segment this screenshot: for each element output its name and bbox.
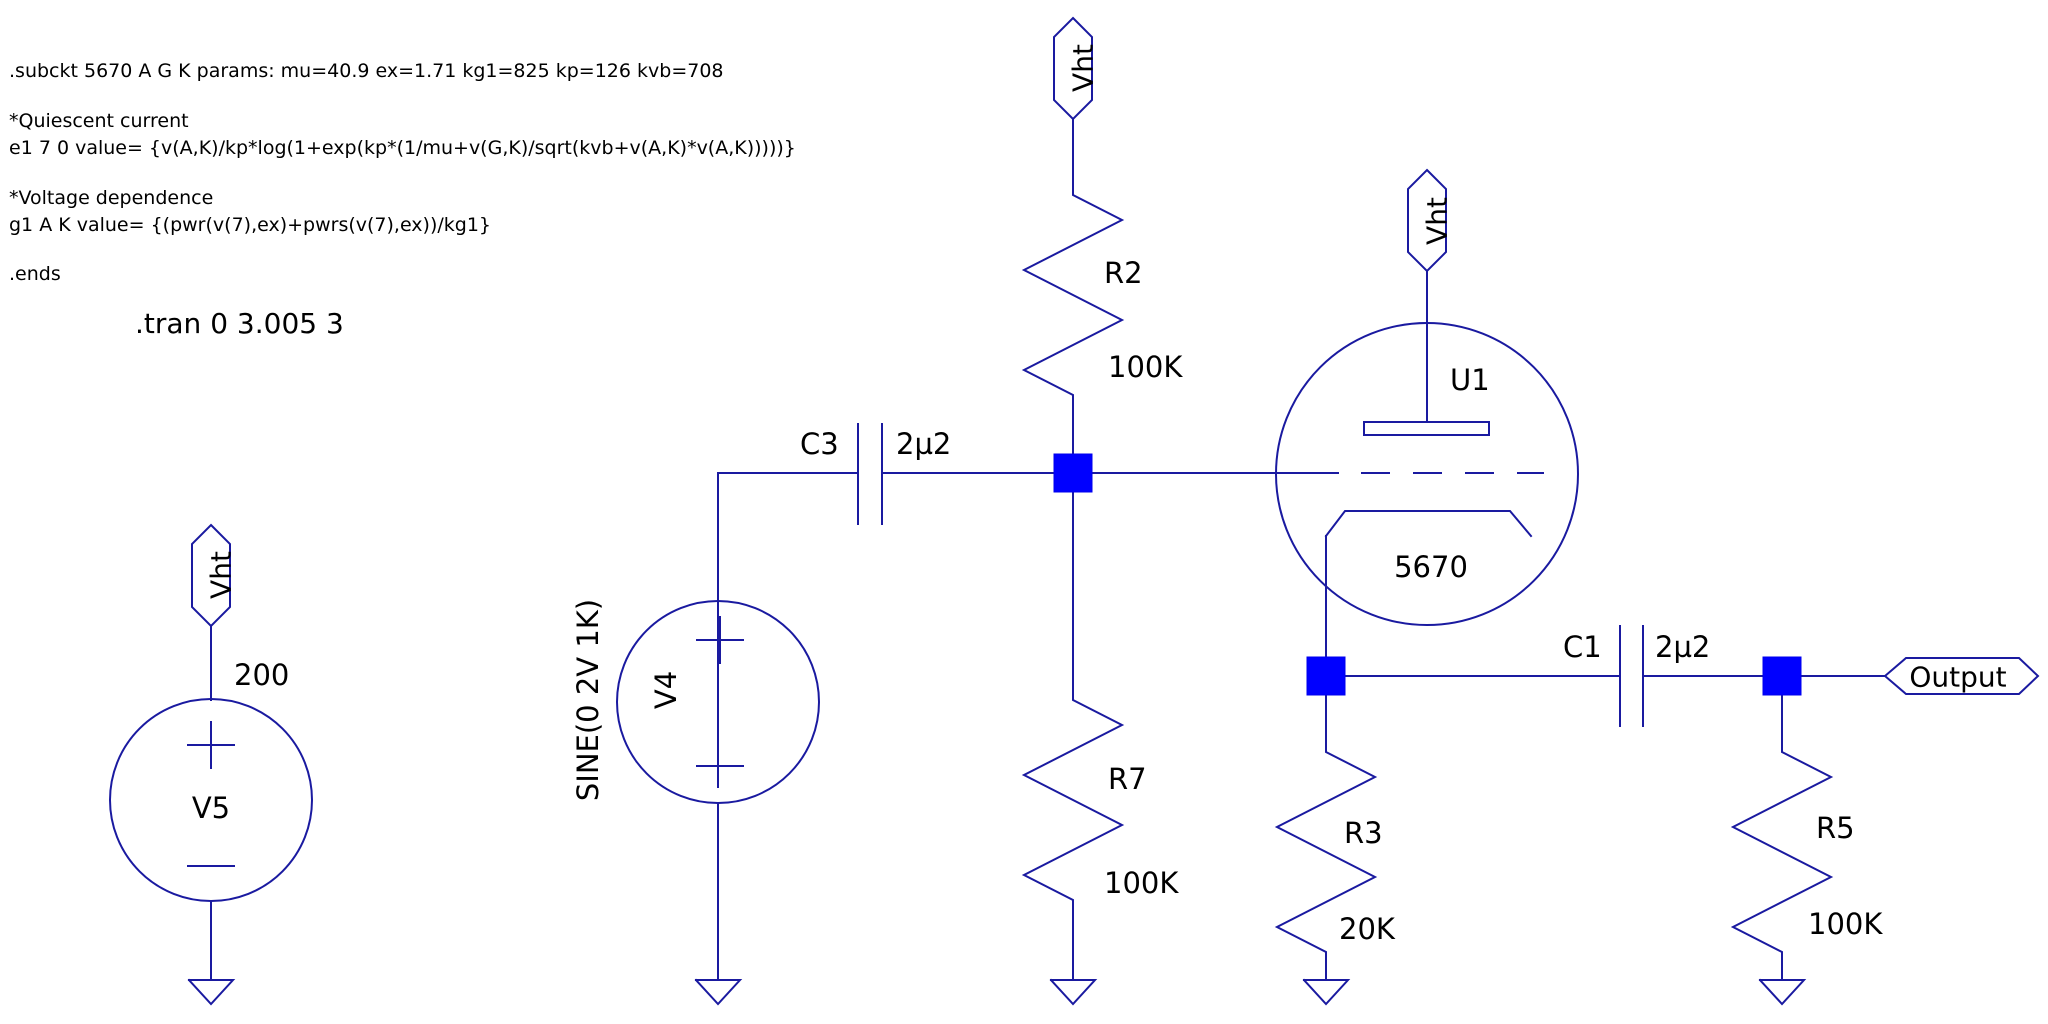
v4-value: SINE(0 2V 1K) <box>571 599 605 801</box>
voltage-source-v4[interactable]: V4 SINE(0 2V 1K) <box>571 599 820 981</box>
r7-value: 100K <box>1104 866 1179 900</box>
ground-icon <box>1049 978 1098 1006</box>
c3-value: 2µ2 <box>896 427 951 461</box>
quiescent-comment: *Quiescent current <box>9 110 189 132</box>
tran-directive: .tran 0 3.005 3 <box>135 307 344 340</box>
r5-value: 100K <box>1808 907 1883 941</box>
junction-dot <box>1053 453 1093 493</box>
capacitor-c3[interactable]: C3 2µ2 <box>717 423 1074 788</box>
v4-name: V4 <box>649 671 683 709</box>
g1-line: g1 A K value= {(pwr(v(7),ex)+pwrs(v(7),e… <box>9 214 491 236</box>
u1-cathode <box>1324 510 1533 538</box>
resistor-r3[interactable]: R3 20K <box>1274 675 1396 981</box>
c1-name: C1 <box>1563 630 1602 664</box>
u1-value: 5670 <box>1394 550 1468 584</box>
r7-name: R7 <box>1108 762 1147 796</box>
r2-name: R2 <box>1104 256 1143 290</box>
ground-icon <box>694 978 743 1006</box>
vht-net-label-r2: Vht <box>1053 16 1100 121</box>
r3-body <box>1274 675 1378 981</box>
ground-icon <box>1758 978 1807 1006</box>
resistor-r5[interactable]: R5 100K <box>1730 675 1883 981</box>
r3-value: 20K <box>1339 912 1396 946</box>
ground-icon <box>1302 978 1351 1006</box>
junction-dot <box>1762 656 1802 696</box>
c1-value: 2µ2 <box>1655 630 1710 664</box>
voltage-comment: *Voltage dependence <box>9 187 213 209</box>
net-flag-shape <box>1883 657 2040 695</box>
net-flag-text: Vht <box>1421 197 1454 245</box>
r5-body <box>1730 675 1834 981</box>
v5-name: V5 <box>192 791 230 825</box>
output-net-label: Output <box>1883 657 2040 695</box>
resistor-r7[interactable]: R7 100K <box>1021 472 1179 981</box>
r2-value: 100K <box>1108 350 1183 384</box>
u1-anode-plate <box>1363 421 1490 436</box>
spice-directive-block: .subckt 5670 A G K params: mu=40.9 ex=1.… <box>9 60 796 285</box>
v5-value: 200 <box>234 658 289 692</box>
voltage-source-v5[interactable]: V5 200 <box>109 625 313 981</box>
r3-name: R3 <box>1344 816 1383 850</box>
vht-net-label-v5: Vht <box>191 523 238 628</box>
resistor-r2[interactable]: R2 100K <box>1021 118 1183 474</box>
ends-line: .ends <box>9 263 61 285</box>
c3-name: C3 <box>800 427 839 461</box>
r7-body <box>1021 472 1125 981</box>
e1-line: e1 7 0 value= {v(A,K)/kp*log(1+exp(kp*(1… <box>9 137 796 159</box>
net-flag-text: Vht <box>1067 44 1100 92</box>
r5-name: R5 <box>1816 811 1855 845</box>
c3-left-wire <box>717 472 859 788</box>
junction-dot <box>1306 656 1346 696</box>
u1-name: U1 <box>1450 363 1490 397</box>
net-flag-text: Vht <box>205 551 238 599</box>
capacitor-c1[interactable]: C1 2µ2 <box>1325 625 1886 727</box>
net-flag-text: Output <box>1909 661 2006 694</box>
triode-u1[interactable]: U1 5670 <box>1275 269 1579 677</box>
vht-net-label-u1: Vht <box>1407 168 1454 273</box>
ground-icon <box>187 978 236 1006</box>
subckt-line: .subckt 5670 A G K params: mu=40.9 ex=1.… <box>9 60 724 82</box>
r2-body <box>1021 118 1125 474</box>
net-flag-shape <box>1407 168 1447 273</box>
